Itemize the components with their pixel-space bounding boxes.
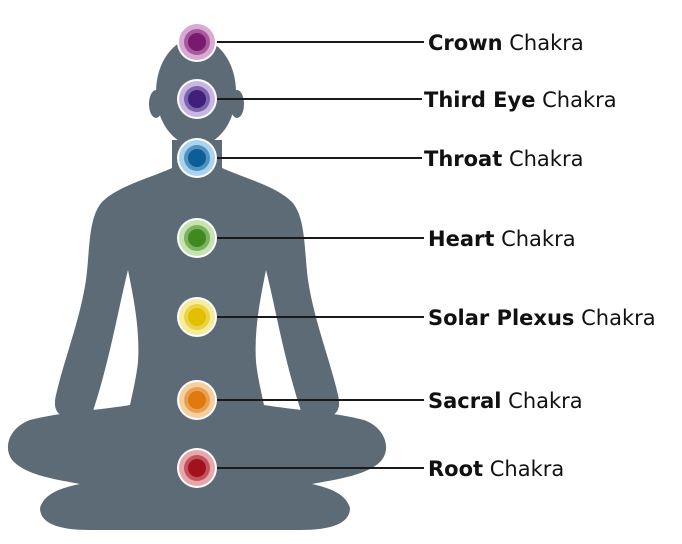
chakra-dot bbox=[188, 391, 206, 409]
chakra-suffix: Chakra bbox=[502, 147, 583, 171]
chakra-label: Third Eye Chakra bbox=[424, 88, 617, 112]
chakra-dot bbox=[188, 459, 206, 477]
chakra-suffix: Chakra bbox=[501, 389, 582, 413]
figure-ear-right bbox=[230, 90, 244, 118]
chakra-dot bbox=[188, 229, 206, 247]
chakra-dot bbox=[188, 33, 206, 51]
chakra-label: Crown Chakra bbox=[428, 31, 584, 55]
chakra-sacral: Sacral Chakra bbox=[177, 380, 583, 420]
chakra-heart: Heart Chakra bbox=[177, 218, 576, 258]
chakra-label: Throat Chakra bbox=[424, 147, 583, 171]
chakra-suffix: Chakra bbox=[574, 306, 655, 330]
chakra-dot bbox=[188, 308, 206, 326]
chakra-suffix: Chakra bbox=[535, 88, 616, 112]
chakra-crown: Crown Chakra bbox=[177, 22, 584, 62]
chakra-third-eye: Third Eye Chakra bbox=[177, 79, 617, 119]
chakra-suffix: Chakra bbox=[483, 457, 564, 481]
chakra-name: Heart bbox=[428, 227, 494, 251]
chakra-name: Root bbox=[428, 457, 483, 481]
chakra-root: Root Chakra bbox=[177, 448, 564, 488]
chakra-name: Throat bbox=[424, 147, 502, 171]
chakra-name: Third Eye bbox=[424, 88, 535, 112]
chakra-solar-plexus: Solar Plexus Chakra bbox=[177, 297, 656, 337]
chakra-throat: Throat Chakra bbox=[177, 138, 583, 178]
chakra-dot bbox=[188, 90, 206, 108]
figure-ear-left bbox=[149, 90, 163, 118]
chakra-suffix: Chakra bbox=[503, 31, 584, 55]
chakra-label: Root Chakra bbox=[428, 457, 564, 481]
chakra-name: Crown bbox=[428, 31, 503, 55]
chakra-name: Sacral bbox=[428, 389, 501, 413]
chakra-label: Solar Plexus Chakra bbox=[428, 306, 656, 330]
chakra-dot bbox=[188, 149, 206, 167]
chakra-label: Heart Chakra bbox=[428, 227, 576, 251]
chakra-suffix: Chakra bbox=[494, 227, 575, 251]
chakra-name: Solar Plexus bbox=[428, 306, 574, 330]
chakra-label: Sacral Chakra bbox=[428, 389, 583, 413]
